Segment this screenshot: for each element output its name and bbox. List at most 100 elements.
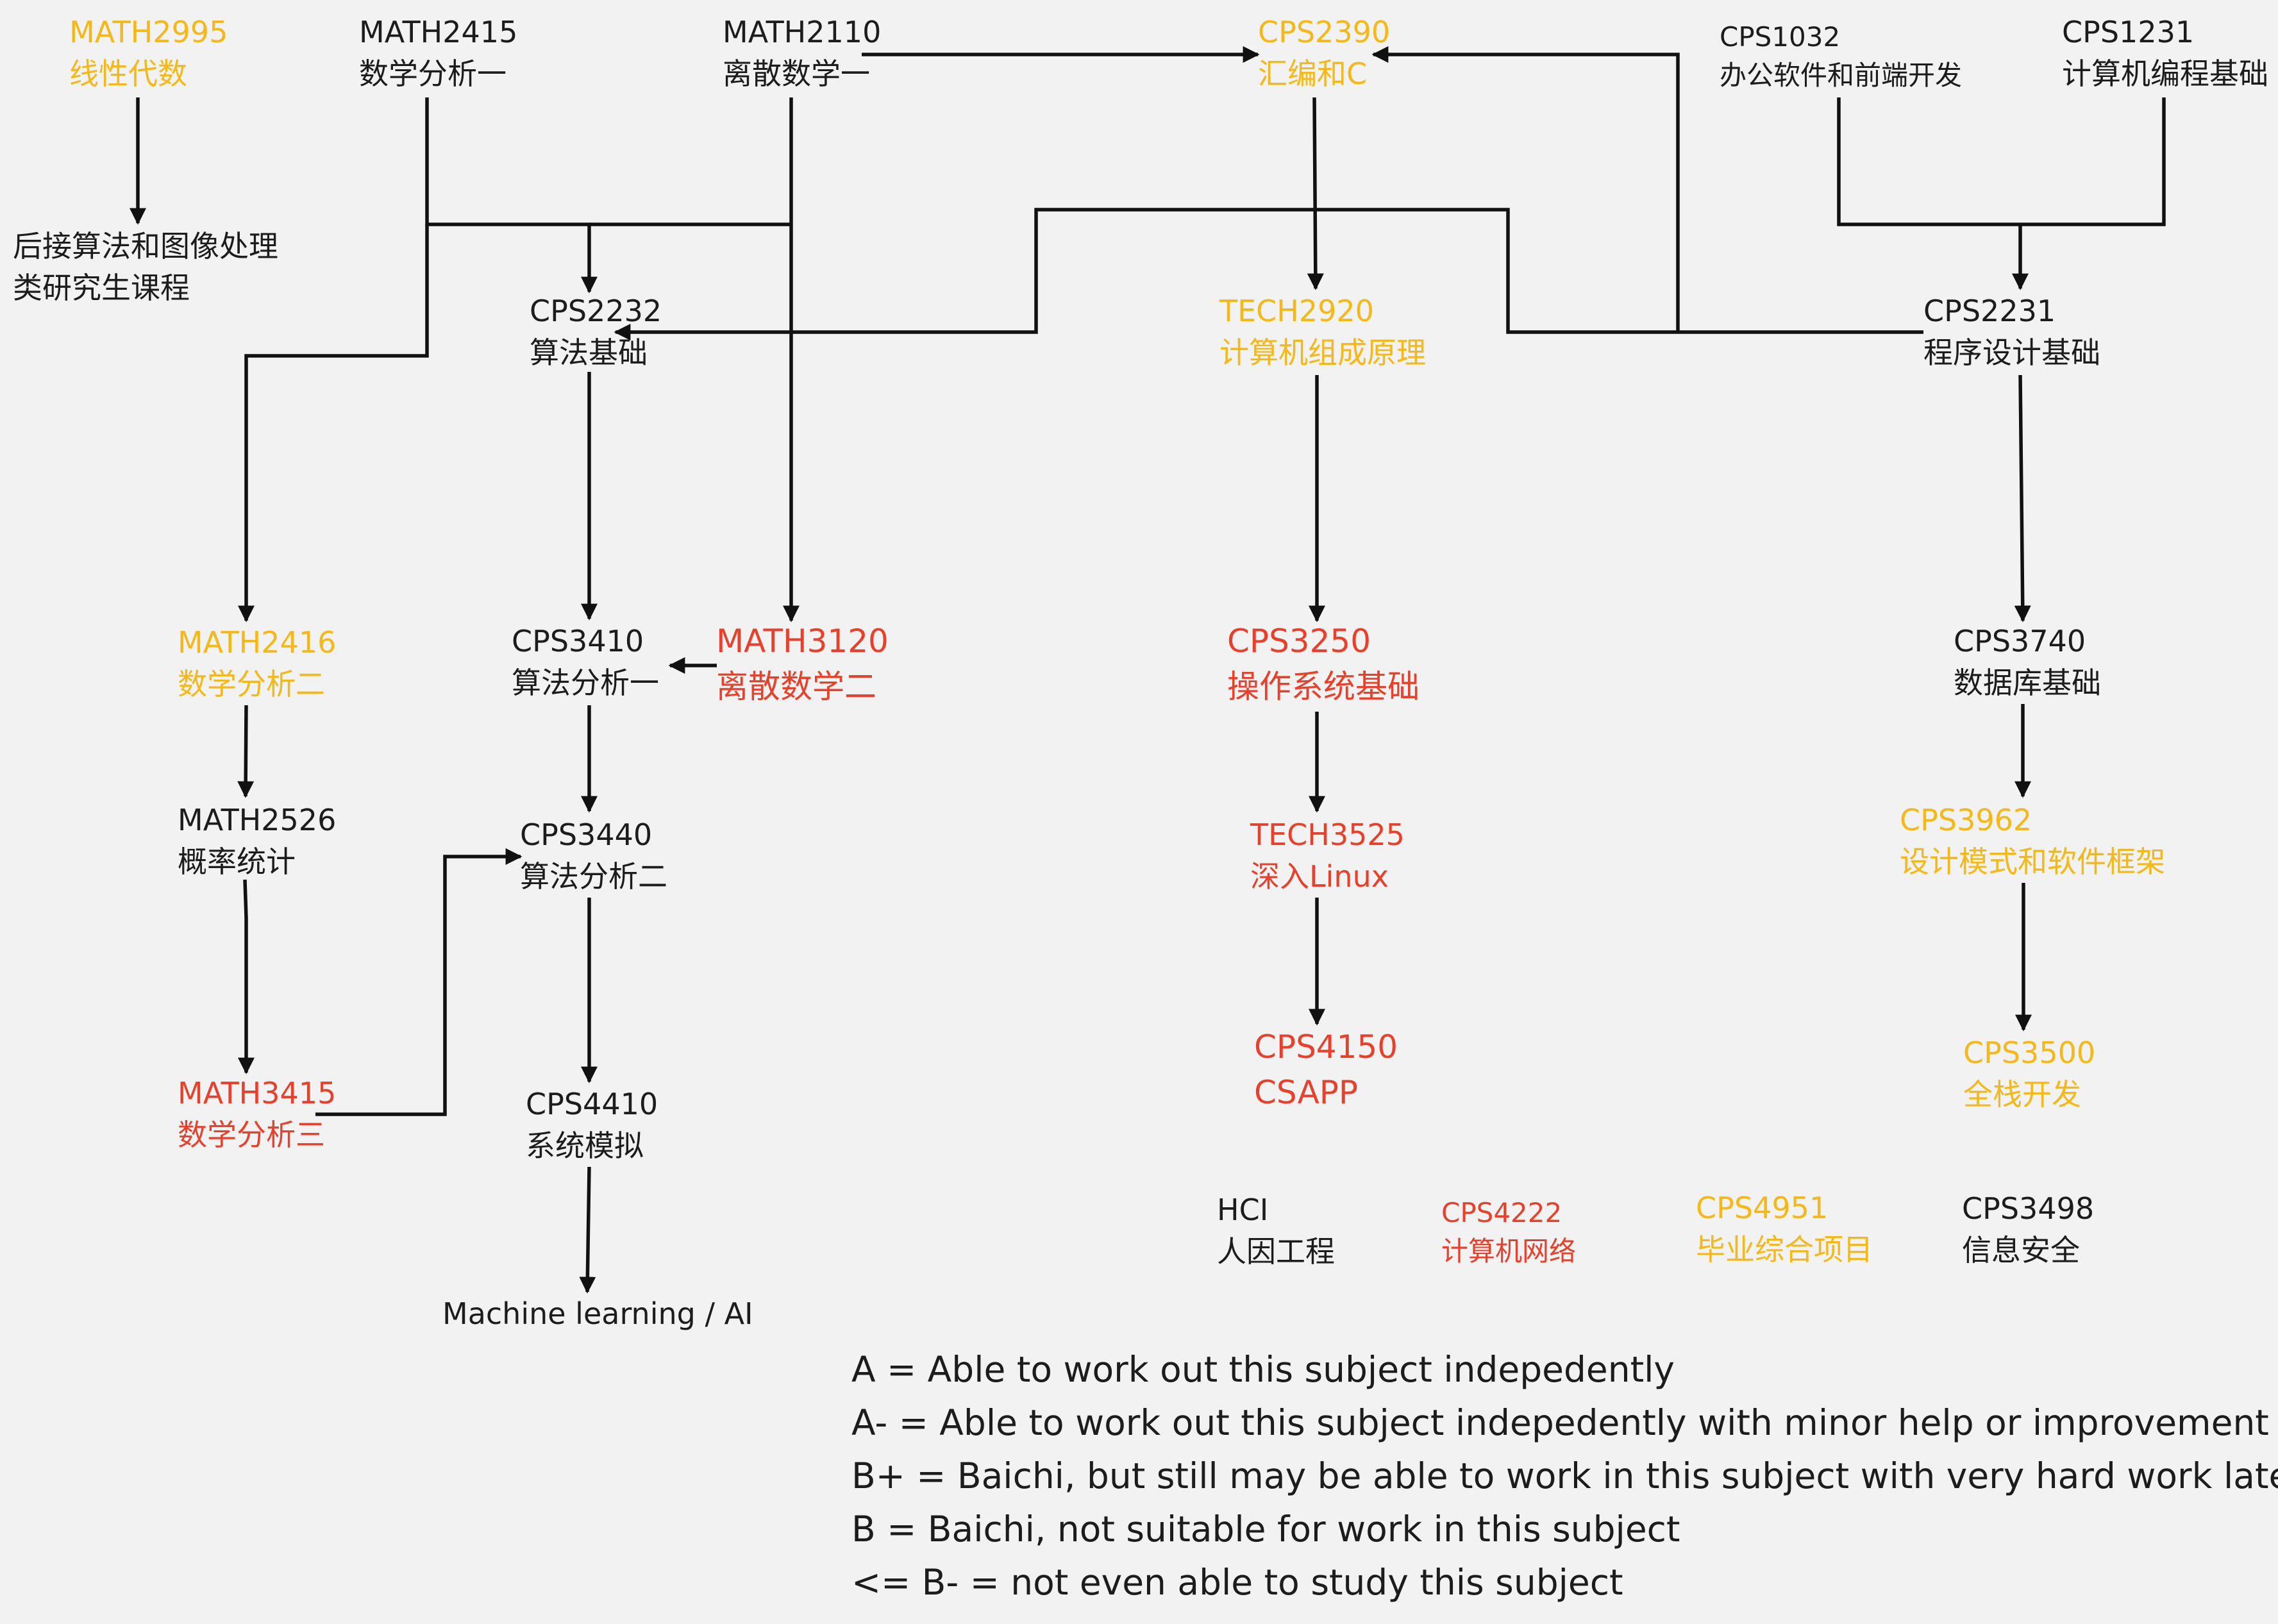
edge-cps2231-to-cps2232: [614, 208, 1923, 340]
node-cps2390: CPS2390 汇编和C: [1258, 12, 1390, 96]
node-title: 设计模式和软件框架: [1900, 844, 2165, 880]
node-code: MATH3120: [716, 623, 889, 660]
node-code: CPS4222: [1441, 1197, 1562, 1228]
edge-cps2231-to-cps2390: [1371, 46, 1680, 332]
node-cps1231: CPS1231 计算机编程基础: [2062, 12, 2268, 96]
node-code: CPS3498: [1962, 1191, 2095, 1226]
edge-math2526-to-math3415: [238, 879, 255, 1075]
node-cps3740: CPS3740 数据库基础: [1954, 621, 2101, 705]
node-title: 深入Linux: [1250, 859, 1389, 894]
node-code: HCI: [1217, 1193, 1269, 1227]
node-cps2231: CPS2231 程序设计基础: [1923, 290, 2100, 374]
node-title: CSAPP: [1254, 1074, 1359, 1111]
node-title: 线性代数: [69, 56, 187, 92]
node-math2526: MATH2526 概率统计: [178, 799, 336, 883]
legend-line-a-minus: A- = Able to work out this subject indep…: [851, 1402, 2269, 1443]
node-code: CPS3962: [1900, 803, 2032, 837]
node-cps3250: CPS3250 操作系统基础: [1227, 619, 1420, 710]
node-cps3498: CPS3498 信息安全: [1962, 1188, 2094, 1272]
node-code: MATH2526: [178, 803, 337, 837]
node-title: 算法分析一: [512, 666, 659, 701]
node-title: 数学分析一: [359, 56, 507, 92]
node-ml-ai: Machine learning / AI: [442, 1293, 753, 1335]
edge-cps4410-to-ml-ai: [579, 1166, 596, 1294]
node-title: 离散数学一: [723, 56, 870, 92]
node-cps4951: CPS4951 毕业综合项目: [1696, 1187, 1873, 1271]
node-cps1032: CPS1032 办公软件和前端开发: [1720, 18, 1962, 94]
node-code: CPS3740: [1954, 624, 2086, 658]
node-code: MATH2995: [69, 15, 228, 49]
node-math2415: MATH2415 数学分析一: [359, 12, 517, 96]
node-title: 信息安全: [1962, 1233, 2080, 1268]
node-title: 办公软件和前端开发: [1720, 59, 1963, 91]
node-code: CPS3500: [1963, 1035, 2096, 1070]
legend-line-b: B = Baichi, not suitable for work in thi…: [851, 1509, 1680, 1550]
edge-cps2231-to-cps3740: [2014, 374, 2031, 623]
node-cps3440: CPS3440 算法分析二: [520, 814, 667, 898]
node-tech3525: TECH3525 深入Linux: [1250, 814, 1405, 898]
node-cps3410: CPS3410 算法分析一: [512, 621, 659, 705]
node-code: CPS4410: [526, 1087, 658, 1121]
node-math2110: MATH2110 离散数学一: [723, 12, 881, 96]
node-title: 操作系统基础: [1227, 668, 1420, 705]
node-code: CPS3410: [512, 624, 644, 658]
node-code: CPS4150: [1254, 1028, 1398, 1066]
node-code: MATH2110: [723, 15, 882, 49]
node-title: 数学分析二: [178, 667, 325, 702]
node-cps4222: CPS4222 计算机网络: [1441, 1194, 1576, 1270]
node-math2995: MATH2995 线性代数: [69, 12, 228, 96]
node-title: Machine learning / AI: [442, 1296, 753, 1331]
edge-math2415-to-math2416: [238, 224, 429, 623]
node-cps3962: CPS3962 设计模式和软件框架: [1900, 799, 2165, 883]
node-code: TECH2920: [1219, 294, 1374, 328]
legend-line-b-plus: B+ = Baichi, but still may be able to wo…: [851, 1455, 2278, 1496]
node-code: CPS3440: [520, 817, 653, 852]
edge-math3415-to-cps3440: [315, 848, 523, 1116]
node-hci: HCI 人因工程: [1217, 1189, 1335, 1273]
node-title: 算法基础: [530, 335, 648, 371]
node-line: 后接算法和图像处理: [13, 229, 278, 264]
node-line: 类研究生课程: [13, 271, 190, 306]
node-title: 计算机编程基础: [2062, 56, 2268, 92]
node-cps4150: CPS4150 CSAPP: [1254, 1025, 1398, 1116]
legend-line-a: A = Able to work out this subject indepe…: [851, 1349, 1675, 1390]
node-title: 毕业综合项目: [1696, 1232, 1873, 1268]
node-math3415: MATH3415 数学分析三: [178, 1073, 336, 1157]
node-code: CPS4951: [1696, 1191, 1829, 1225]
edge-cps2390-to-tech2920: [1307, 97, 1324, 290]
node-title: 概率统计: [178, 844, 296, 880]
node-cps4410: CPS4410 系统模拟: [526, 1084, 658, 1168]
node-tech2920: TECH2920 计算机组成原理: [1219, 290, 1426, 374]
node-code: CPS2231: [1923, 294, 2056, 328]
node-title: 离散数学二: [716, 668, 876, 705]
node-title: 算法分析二: [520, 859, 667, 894]
node-code: MATH3415: [178, 1076, 337, 1110]
node-title: 数据库基础: [1954, 666, 2101, 701]
grade-legend: A = Able to work out this subject indepe…: [851, 1343, 2278, 1609]
node-cps2232: CPS2232 算法基础: [530, 290, 662, 374]
node-code: MATH2415: [359, 15, 518, 49]
node-title: 系统模拟: [526, 1128, 644, 1164]
node-title: 计算机网络: [1441, 1235, 1577, 1267]
node-code: CPS1231: [2062, 15, 2195, 49]
node-title: 汇编和C: [1258, 56, 1368, 92]
node-title: 全栈开发: [1963, 1077, 2081, 1112]
edge-math-to-cps2232: [425, 97, 598, 294]
node-code: TECH3525: [1250, 817, 1405, 852]
node-code: CPS2390: [1258, 15, 1391, 49]
node-math3120: MATH3120 离散数学二: [716, 619, 889, 710]
node-math2416: MATH2416 数学分析二: [178, 622, 336, 706]
node-code: MATH2416: [178, 625, 337, 660]
node-grad-courses: 后接算法和图像处理 类研究生课程: [13, 226, 278, 310]
node-title: 人因工程: [1217, 1234, 1335, 1269]
node-cps3500: CPS3500 全栈开发: [1963, 1032, 2095, 1116]
node-title: 数学分析三: [178, 1118, 325, 1153]
legend-line-b-minus-or-below: <= B- = not even able to study this subj…: [851, 1562, 1623, 1603]
node-code: CPS3250: [1227, 623, 1371, 660]
edge-intro-to-cps2231: [1837, 97, 2166, 226]
node-code: CPS1032: [1720, 21, 1841, 53]
node-code: CPS2232: [530, 294, 662, 328]
node-title: 程序设计基础: [1923, 335, 2100, 371]
node-title: 计算机组成原理: [1219, 335, 1426, 371]
